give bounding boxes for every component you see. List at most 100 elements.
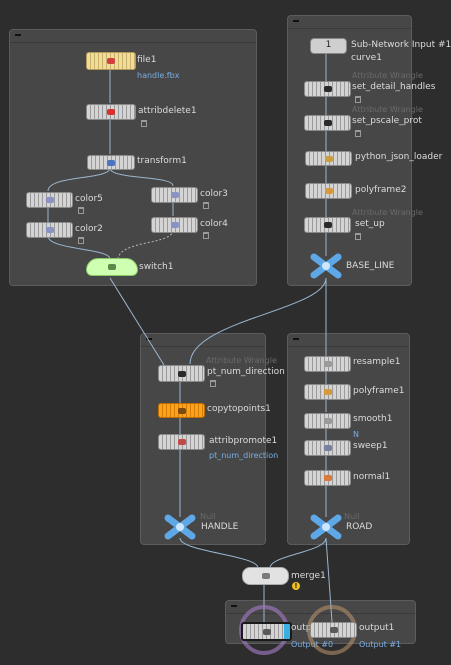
node-body[interactable] [151,187,198,203]
network-box-header[interactable] [10,30,256,43]
network-box-top-right[interactable] [287,15,412,286]
node-base-line[interactable] [310,253,342,279]
node-body[interactable] [242,567,289,585]
node-body[interactable] [158,403,205,418]
node-body[interactable] [304,115,351,131]
resample-icon [323,361,332,367]
network-box-header[interactable] [141,334,265,347]
collapse-icon[interactable] [146,338,152,340]
network-box-header[interactable] [288,334,409,347]
node-attribdelete1[interactable] [86,104,136,120]
node-body[interactable] [305,183,352,199]
node-python-json-loader[interactable] [305,151,352,166]
wrangle-icon [323,120,332,126]
collapse-icon[interactable] [293,338,299,340]
node-label: color4 [200,219,228,229]
node-label: polyframe2 [355,185,407,195]
node-param: Output #1 [359,640,402,649]
node-body[interactable] [304,81,351,97]
node-road[interactable] [310,514,342,540]
node-label: file1 [137,55,157,65]
node-color5[interactable] [26,192,73,208]
collapse-icon[interactable] [15,34,21,36]
node-body[interactable] [86,104,136,120]
node-pt-num-direction[interactable] [158,365,205,382]
node-param: N [353,430,359,439]
file-icon [107,58,115,64]
node-body[interactable] [304,384,351,400]
collapse-icon[interactable] [293,20,299,22]
sweep-icon [323,445,332,451]
node-sweep1[interactable] [304,440,351,456]
node-normal1[interactable] [304,470,351,486]
node-body[interactable] [304,356,351,372]
node-smooth1[interactable] [304,413,351,429]
normal-icon [323,475,332,481]
lock-icon [141,120,147,127]
node-set-pscale-prot[interactable] [304,115,351,131]
node-output1[interactable] [310,622,357,638]
node-label: color5 [75,194,103,204]
attrib-delete-icon [107,109,115,115]
node-param: pt_num_direction [209,451,279,460]
node-file1[interactable] [86,52,136,70]
node-color2[interactable] [26,222,73,238]
node-body[interactable] [158,434,205,450]
node-set-up[interactable] [304,217,351,233]
node-transform1[interactable] [87,155,135,170]
node-color3[interactable] [151,187,198,203]
wrangle-icon [323,86,332,92]
transform-icon [107,159,115,166]
switch-icon [108,264,116,270]
node-handle[interactable] [164,514,196,540]
node-body[interactable] [304,440,351,456]
node-body[interactable] [304,470,351,486]
node-switch1[interactable] [86,256,138,276]
node-label: output1 [359,623,395,633]
node-label: HANDLE [201,522,239,532]
node-body[interactable] [158,365,205,382]
lock-icon [355,233,361,240]
node-label: attribpromote1 [209,436,278,446]
collapse-icon[interactable] [231,605,237,607]
node-output0[interactable] [241,622,292,641]
node-body[interactable] [86,258,138,276]
node-polyframe1[interactable] [304,384,351,400]
node-body[interactable] [26,222,73,238]
node-body[interactable] [26,192,73,208]
node-body[interactable] [304,413,351,429]
node-attribpromote1[interactable] [158,434,205,450]
python-icon [324,155,333,162]
node-label: smooth1 [353,414,393,424]
node-resample1[interactable] [304,356,351,372]
node-type-hint: Null [200,512,216,521]
node-body[interactable] [310,622,357,638]
lock-icon [203,232,209,239]
node-body[interactable] [151,217,198,233]
node-label: copytopoints1 [207,404,271,414]
node-label: ROAD [346,522,373,532]
node-label: attribdelete1 [138,106,197,116]
node-body[interactable] [86,52,136,70]
node-merge1[interactable] [242,567,289,585]
node-body[interactable] [241,622,292,641]
warning-icon[interactable]: ! [292,582,300,590]
node-body[interactable] [304,217,351,233]
node-label: normal1 [353,472,391,482]
output-icon [329,627,338,633]
node-type-hint: Null [344,512,360,521]
node-copytopoints1[interactable] [158,403,205,418]
lock-icon [78,207,84,214]
null-cross-icon [310,514,342,540]
subnet-input-node[interactable]: 1 [310,38,347,54]
lock-icon [210,380,216,387]
node-set-detail-handles[interactable] [304,81,351,97]
node-label: set_up [355,219,385,229]
node-body[interactable] [305,151,352,166]
network-box-header[interactable] [288,16,411,29]
node-polyframe2[interactable] [305,183,352,199]
null-cross-icon [164,514,196,540]
node-body[interactable] [87,155,135,170]
node-color4[interactable] [151,217,198,233]
